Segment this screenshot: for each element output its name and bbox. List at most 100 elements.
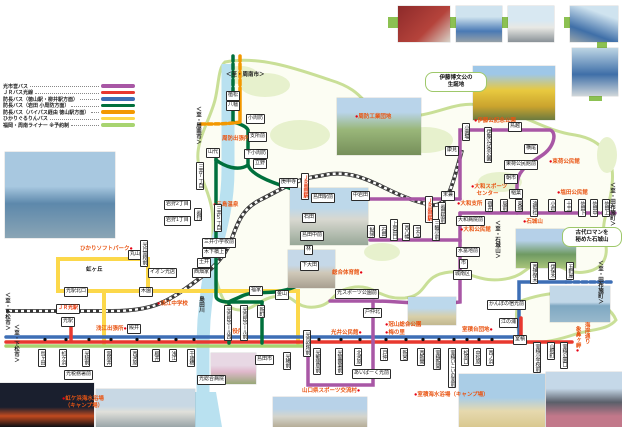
corridor-stop-dot xyxy=(174,337,178,342)
station-box: 局前 xyxy=(500,199,508,212)
poi-label: ●室積海水浴場（キャンプ場） xyxy=(414,392,489,398)
station-box: 福家 xyxy=(249,286,264,296)
station-box: 金山 xyxy=(275,290,290,300)
poi-label: 総合体育館● xyxy=(332,270,363,276)
station-box: 室積新開 xyxy=(433,348,441,370)
station-box: 木下橋上 xyxy=(202,248,227,258)
station-box: 戸仲 xyxy=(380,348,388,361)
station-box: 西河原 xyxy=(130,349,138,367)
poi-label: ●大和支所 xyxy=(457,201,483,207)
station-box: 室積小学校前 xyxy=(533,342,541,373)
station-box: 十王 xyxy=(564,199,572,212)
station-box: 植松 xyxy=(226,91,241,101)
poi-label: ●大和スポーツ センター xyxy=(471,184,508,197)
legend-leader xyxy=(49,118,99,120)
station-box: 三井小学校前 xyxy=(202,238,237,248)
station-box: 江の浦 xyxy=(499,318,519,328)
station-box: 松原口 xyxy=(461,348,469,366)
legend-leader xyxy=(30,85,99,87)
jr-station-box: ＪＲ岩田駅 xyxy=(425,196,433,223)
legend-label: 防長バス（バイパス経由 徳山駅方面） xyxy=(3,109,90,116)
station-box: 中岩田 xyxy=(351,191,371,201)
corridor-stop-dot xyxy=(317,337,321,342)
poi-dot: ● xyxy=(460,227,464,233)
station-box: 下大田 xyxy=(300,261,320,271)
station-box: 三井5丁目 xyxy=(214,204,222,232)
station-box: 西八幡 xyxy=(402,223,410,241)
photo-connector xyxy=(589,92,602,101)
station-box: 浅江 xyxy=(169,349,177,362)
poi-label: ●塩田公民館 xyxy=(557,190,588,196)
station-box: 光スポーツ公園前 xyxy=(335,289,379,299)
corridor-stop-dot xyxy=(384,337,388,342)
direction-label: ＜至・周南市＞ xyxy=(226,72,265,78)
poi-label: 浅江出張所● xyxy=(96,326,127,332)
station-box: 康見 xyxy=(445,146,460,156)
station-box: 光横前 xyxy=(283,352,291,370)
jr-station-box: ＪＲ島田駅 xyxy=(301,173,309,200)
station-box: 末兼 xyxy=(441,191,456,201)
station-box: 横尾 xyxy=(524,144,539,154)
corridor-stop-dot xyxy=(490,337,494,342)
station-box: 虹ケ浜 xyxy=(59,349,67,367)
station-box: 島田駅前 xyxy=(311,193,336,203)
wheelchair-lift-bus-photo xyxy=(572,48,618,96)
poi-dot: ● xyxy=(385,322,389,328)
legend-swatch xyxy=(101,123,135,127)
station-box: 島ヶ田 xyxy=(38,349,46,367)
poi-dot: ● xyxy=(385,330,389,336)
poi-label: 室積台団地● xyxy=(462,327,493,333)
ito-park-ginkgo-photo xyxy=(473,66,555,120)
poi-dot: ● xyxy=(574,348,581,354)
route-bypass-dash-w xyxy=(198,120,242,126)
poi-label: 光井公民館● xyxy=(331,330,362,336)
photo-connector xyxy=(564,17,572,28)
poi-dot: ● xyxy=(356,388,361,394)
route-shiei-sports-park xyxy=(328,299,375,345)
poi-label: ●束荷公民館 xyxy=(549,159,580,165)
station-box: 三井7丁目 xyxy=(196,162,204,190)
station-box: 北河原 xyxy=(354,348,362,366)
route-gururin-east xyxy=(146,289,300,345)
station-box: 木園 xyxy=(139,287,154,297)
station-box: 室積公園口 xyxy=(560,342,568,369)
legend-label: 防長バス（岩田 小周防方面） xyxy=(3,103,70,109)
station-box: 宇立 xyxy=(413,225,421,238)
station-box: 伊保木 xyxy=(548,262,556,280)
station-box: 西新開 xyxy=(417,348,425,366)
corridor-stop-dot xyxy=(358,337,362,342)
station-box: 光市役所前 xyxy=(303,330,311,357)
place-label: 島田川 xyxy=(198,296,204,313)
kammuriyama-park-photo xyxy=(408,297,456,325)
station-box: 林 xyxy=(304,245,314,255)
station-box: 西畑家 xyxy=(192,268,212,278)
sports-exchange-village-photo xyxy=(273,397,367,427)
legend-leader xyxy=(71,124,99,126)
station-box: 鮎帰 xyxy=(367,225,375,238)
station-box: 上岩田口 xyxy=(390,219,398,241)
route-shiei-aipark-loop xyxy=(306,341,375,387)
station-box: 室積いこいの家前 xyxy=(448,348,456,388)
legend-swatch xyxy=(101,116,135,121)
legend-leader xyxy=(91,111,99,113)
station-box: 遠賀社 xyxy=(530,199,538,217)
green-patch-8 xyxy=(597,137,617,173)
station-box: 小園場 xyxy=(462,123,470,141)
station-box: 稲葉 xyxy=(509,189,524,199)
night-road-photo xyxy=(0,383,94,427)
poi-label: 象鼻ヶ岬● xyxy=(574,326,581,354)
station-box: 岩狩2丁目 xyxy=(164,200,191,210)
station-box: 佐田下 xyxy=(578,199,586,217)
poi-dot: ● xyxy=(358,330,362,336)
station-box: 土井 xyxy=(197,258,212,268)
station-box: 庚申寺 xyxy=(279,178,299,188)
poi-dot: ● xyxy=(129,246,133,252)
legend-leader xyxy=(35,92,99,94)
station-box: 新宮 xyxy=(400,348,408,361)
station-box: 小倉 xyxy=(548,199,556,212)
legend-leader xyxy=(71,105,99,107)
poi-label: ●大和公民館 xyxy=(460,227,491,233)
poi-dot: ● xyxy=(457,201,461,207)
station-box: 島田中前 xyxy=(300,231,325,241)
